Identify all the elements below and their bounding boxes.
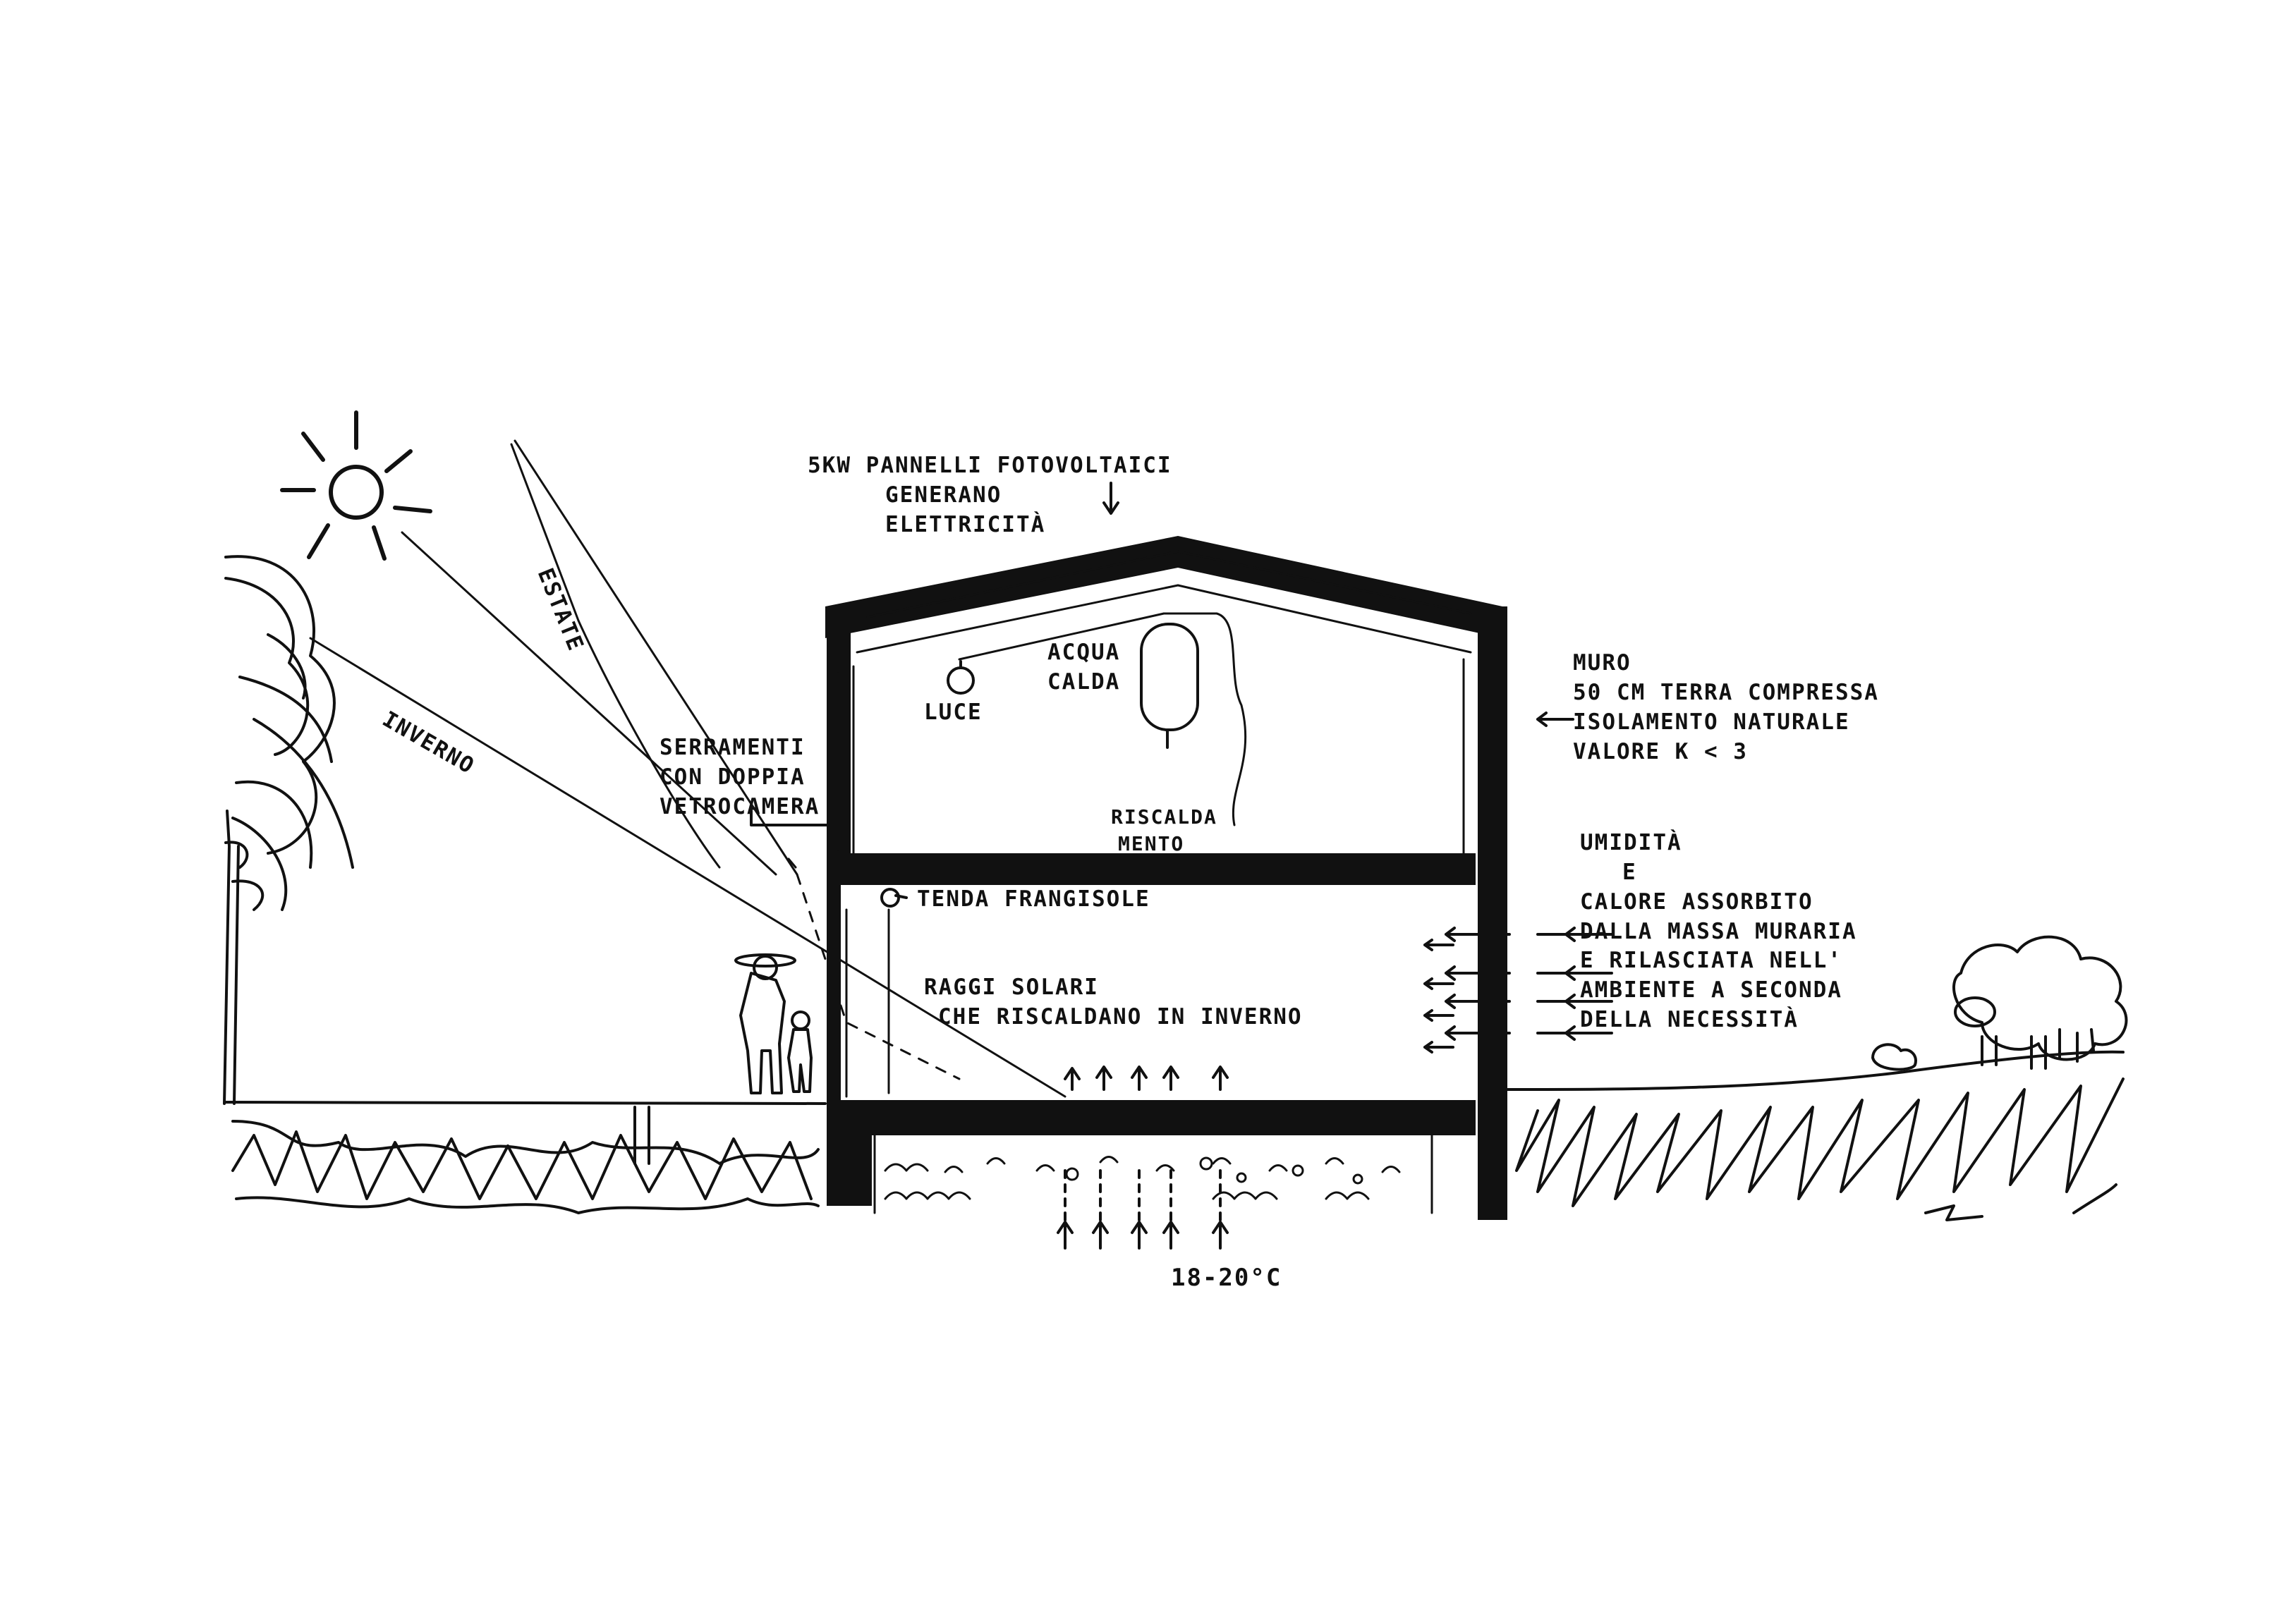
up-arrow-icon bbox=[1057, 1066, 1229, 1250]
label-muro-line3: ISOLAMENTO NATURALE bbox=[1573, 709, 1850, 735]
label-pannelli-line2: GENERANO bbox=[885, 482, 1002, 508]
person-adult-icon bbox=[734, 953, 796, 1094]
label-serramenti-line3: VETROCAMERA bbox=[660, 793, 820, 819]
label-temperatura: 18-20°C bbox=[1171, 1262, 1282, 1295]
label-serramenti-line1: SERRAMENTI bbox=[660, 735, 806, 760]
label-luce-text: LUCE bbox=[924, 700, 983, 725]
sheep-icon bbox=[1871, 935, 2128, 1071]
label-muro-line1: MURO bbox=[1573, 650, 1631, 676]
label-raggi-line2: CHE RISCALDANO IN INVERNO bbox=[938, 1003, 1303, 1030]
label-tenda-text: TENDA FRANGISOLE bbox=[917, 886, 1150, 912]
water-tank-icon bbox=[1140, 623, 1199, 749]
label-umidita-line5: E RILASCIATA NELL' bbox=[1580, 948, 1842, 974]
label-acqua-line1: ACQUA bbox=[1047, 640, 1121, 665]
label-riscaldamento: RISCALDA MENTO bbox=[1111, 804, 1217, 857]
label-luce: LUCE bbox=[924, 698, 983, 728]
tree-icon bbox=[223, 555, 354, 1105]
left-arrow-icon bbox=[750, 482, 1613, 1054]
label-temperatura-text: 18-20°C bbox=[1171, 1264, 1282, 1292]
light-bulb-icon bbox=[947, 660, 975, 695]
label-pannelli-line3: ELETTRICITÀ bbox=[885, 511, 1046, 537]
label-umidita-line4: DALLA MASSA MURARIA bbox=[1580, 918, 1857, 944]
label-pannelli: 5KW PANNELLI FOTOVOLTAICI GENERANO ELETT… bbox=[808, 451, 1172, 540]
label-muro: MURO 50 CM TERRA COMPRESSA ISOLAMENTO NA… bbox=[1573, 649, 1879, 767]
sun-ray-lines bbox=[309, 439, 1066, 1098]
label-umidita-line3: CALORE ASSORBITO bbox=[1580, 889, 1813, 915]
label-pannelli-line1: 5KW PANNELLI FOTOVOLTAICI bbox=[808, 453, 1172, 478]
label-raggi: RAGGI SOLARI CHE RISCALDANO IN INVERNO bbox=[924, 973, 1303, 1032]
ground-left bbox=[224, 1101, 827, 1214]
label-acqua-line2: CALDA bbox=[1047, 668, 1121, 695]
label-umidita-line7: DELLA NECESSITÀ bbox=[1580, 1007, 1799, 1033]
house-structure bbox=[825, 536, 1507, 1220]
sunshade-roller-icon bbox=[880, 888, 900, 908]
label-umidita: UMIDITÀ E CALORE ASSORBITO DALLA MASSA M… bbox=[1580, 829, 1857, 1035]
label-riscalda-line1: RISCALDA bbox=[1111, 805, 1217, 829]
label-muro-line2: 50 CM TERRA COMPRESSA bbox=[1573, 679, 1879, 705]
person-child-icon bbox=[787, 1011, 813, 1093]
sun-icon bbox=[280, 410, 432, 561]
label-serramenti-line2: CON DOPPIA bbox=[660, 764, 806, 790]
label-tenda: TENDA FRANGISOLE bbox=[917, 885, 1150, 915]
label-muro-line4: VALORE K < 3 bbox=[1573, 738, 1748, 764]
gravel bbox=[884, 1156, 1401, 1200]
label-umidita-line6: AMBIENTE A SECONDA bbox=[1580, 977, 1842, 1003]
label-umidita-line2: E bbox=[1622, 859, 1637, 885]
label-riscalda-line2: MENTO bbox=[1118, 831, 1185, 855]
label-umidita-line1: UMIDITÀ bbox=[1580, 830, 1682, 855]
label-raggi-line1: RAGGI SOLARI bbox=[924, 975, 1099, 1000]
label-serramenti: SERRAMENTI CON DOPPIA VETROCAMERA bbox=[660, 733, 820, 822]
label-acqua-calda: ACQUA CALDA bbox=[1047, 638, 1120, 697]
ground-right bbox=[1506, 1050, 2125, 1221]
